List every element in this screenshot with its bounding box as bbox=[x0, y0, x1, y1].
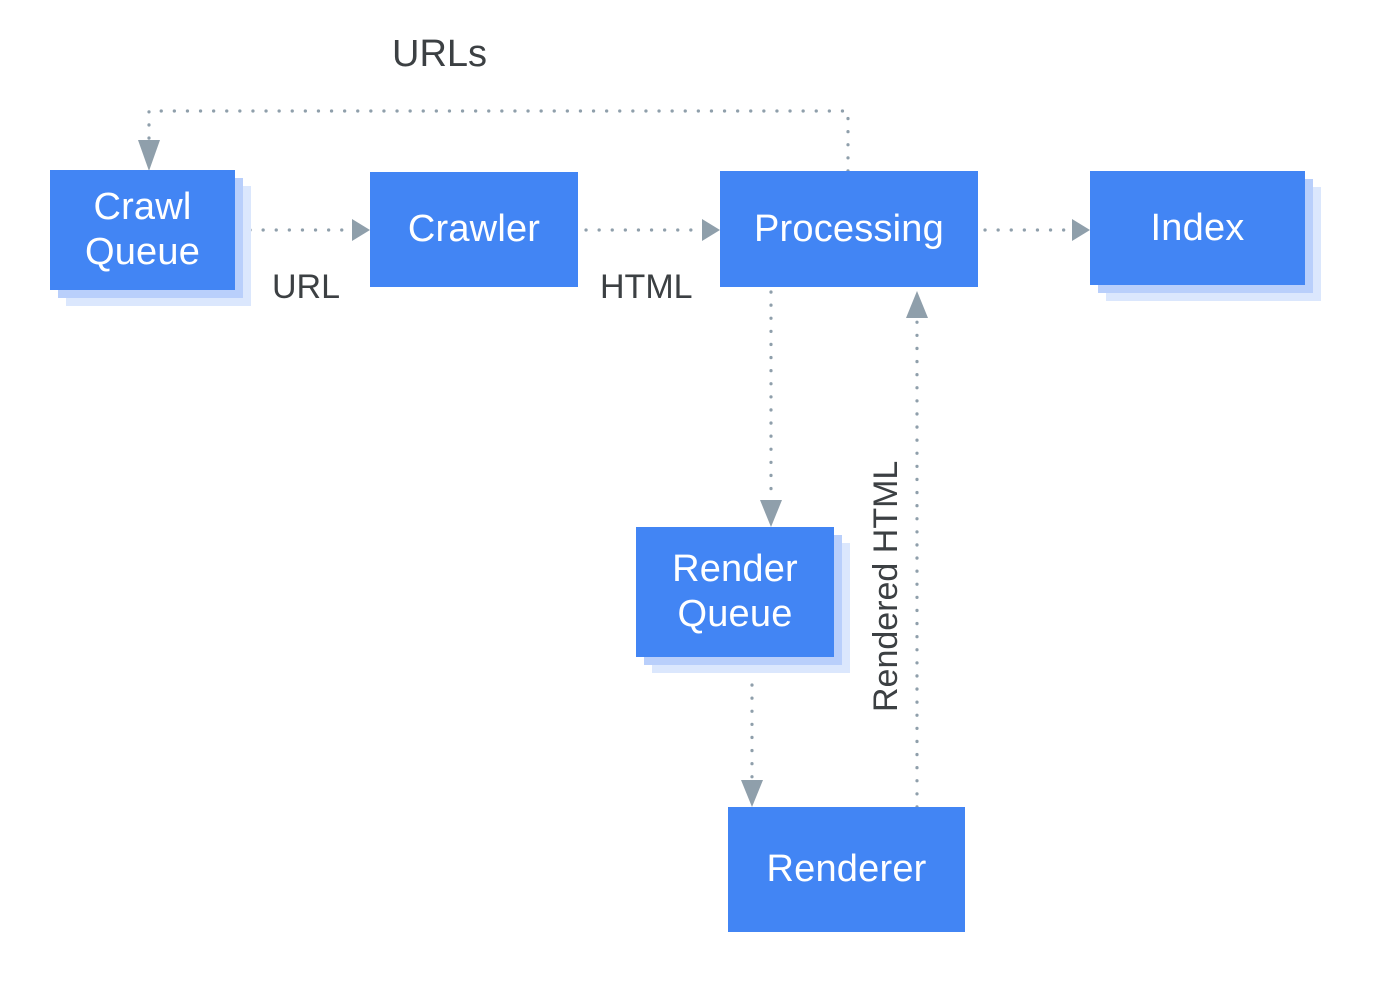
edge-render-queue-to-renderer bbox=[741, 683, 763, 807]
edge-label-html: HTML bbox=[600, 268, 693, 306]
node-render-queue[interactable]: Render Queue bbox=[636, 527, 834, 657]
node-crawl-queue-label: Crawl Queue bbox=[84, 186, 201, 273]
node-crawler[interactable]: Crawler bbox=[370, 172, 578, 287]
edge-rendered-html bbox=[906, 291, 928, 809]
node-renderer-label: Renderer bbox=[766, 848, 927, 891]
edge-label-url: URL bbox=[272, 268, 341, 306]
edge-url bbox=[248, 219, 370, 241]
edge-processing-to-index bbox=[983, 219, 1090, 241]
node-index-label: Index bbox=[1150, 206, 1245, 249]
node-processing-label: Processing bbox=[754, 207, 944, 250]
node-render-queue-label: Render Queue bbox=[672, 548, 798, 635]
node-crawler-label: Crawler bbox=[407, 208, 541, 251]
node-index[interactable]: Index bbox=[1090, 171, 1305, 285]
node-crawl-queue[interactable]: Crawl Queue bbox=[50, 170, 235, 290]
edge-label-rendered-html: Rendered HTML bbox=[867, 460, 905, 712]
node-renderer[interactable]: Renderer bbox=[728, 807, 965, 932]
edge-processing-to-render-queue bbox=[760, 290, 782, 527]
edge-html bbox=[584, 219, 720, 241]
edge-label-urls: URLs bbox=[392, 33, 488, 75]
node-processing[interactable]: Processing bbox=[720, 171, 978, 287]
edge-urls bbox=[138, 109, 850, 173]
